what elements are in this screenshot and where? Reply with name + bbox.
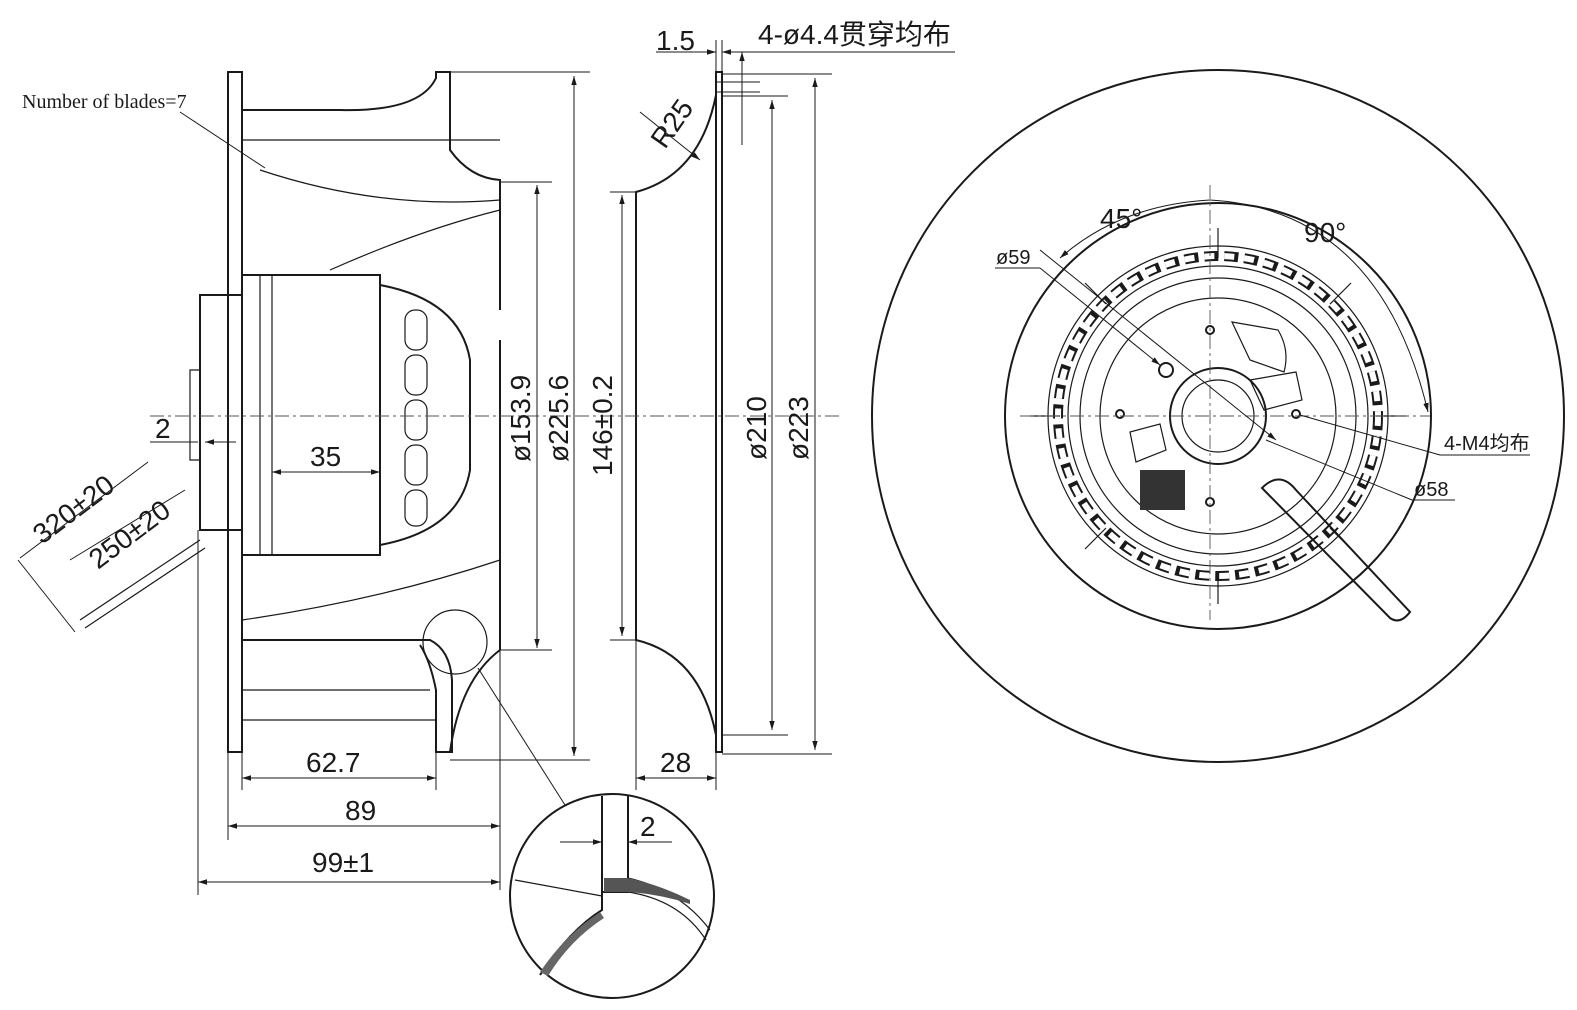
mount-holes [1115,325,1301,507]
blade-line [329,209,501,271]
gap-2-label: 2 [155,413,171,444]
width-89-label: 89 [345,795,376,826]
back-plate [227,71,243,753]
motor-flange [199,294,243,531]
dia-153-label: ø153.9 [505,375,536,462]
detail-hatch [604,878,690,904]
width-99-label: 99±1 [312,847,374,878]
flange-thickness-label: 1.5 [656,25,695,56]
angle-45-arc [1059,199,1211,259]
holes-label: 4-ø4.4贯穿均布 [758,19,951,50]
front-view [871,69,1565,763]
detail-flange [601,796,629,893]
ring-profile [635,94,717,736]
detail-view [422,609,715,999]
detail-leader [477,667,566,806]
motor-rotor [379,284,471,546]
shaft-end [189,369,201,461]
dia-210-label: ø210 [741,396,772,460]
detail-hatch-2 [540,912,604,976]
motor-inner [1067,265,1369,567]
motor-housing [241,274,381,556]
back-plate-circle [1004,202,1432,630]
radius-label: R25 [645,94,700,154]
detail-circle [509,793,715,999]
detail-marker [422,609,488,675]
lead-wires [79,539,206,629]
upper-shroud [242,71,501,310]
dia-223-label: ø223 [783,396,814,460]
motor-ribs [259,275,273,555]
dimensions-side [17,40,955,895]
detail-shroud-2 [627,891,707,941]
detail-2-label: 2 [640,811,656,842]
shaft-inner [1181,379,1255,453]
lower-shroud [242,639,453,753]
dia-59-label: ø59 [996,247,1030,269]
pad [1249,371,1303,411]
blade-line [259,169,501,203]
rotor-slots [404,309,428,527]
cable [1260,478,1412,622]
labels: Number of blades=7 4-ø4.4贯穿均布 1.5 R25 ø1… [22,19,1530,878]
ring-flange [715,71,723,753]
angle-90-label: 90° [1304,217,1346,248]
inlet-ring-view [600,71,840,753]
m4-label: 4-M4均布 [1444,432,1530,455]
blades-label: Number of blades=7 [22,91,187,113]
detail-blade [514,879,603,897]
width-35-label: 35 [310,441,341,472]
pad [1129,423,1167,463]
width-62-label: 62.7 [306,747,361,778]
angle-90-arc [1209,199,1429,413]
blade-line [241,559,501,621]
width-28-label: 28 [660,747,691,778]
angle-45-label: 45° [1100,203,1142,234]
label-plate [1140,470,1185,510]
lower-inlet [449,560,501,753]
height-146-label: 146±0.2 [587,375,618,476]
dia-58-label: ø58 [1414,479,1448,501]
outer-ring [871,69,1565,763]
side-view [79,71,840,753]
pad [1230,321,1287,373]
dia-225-label: ø225.6 [543,375,574,462]
